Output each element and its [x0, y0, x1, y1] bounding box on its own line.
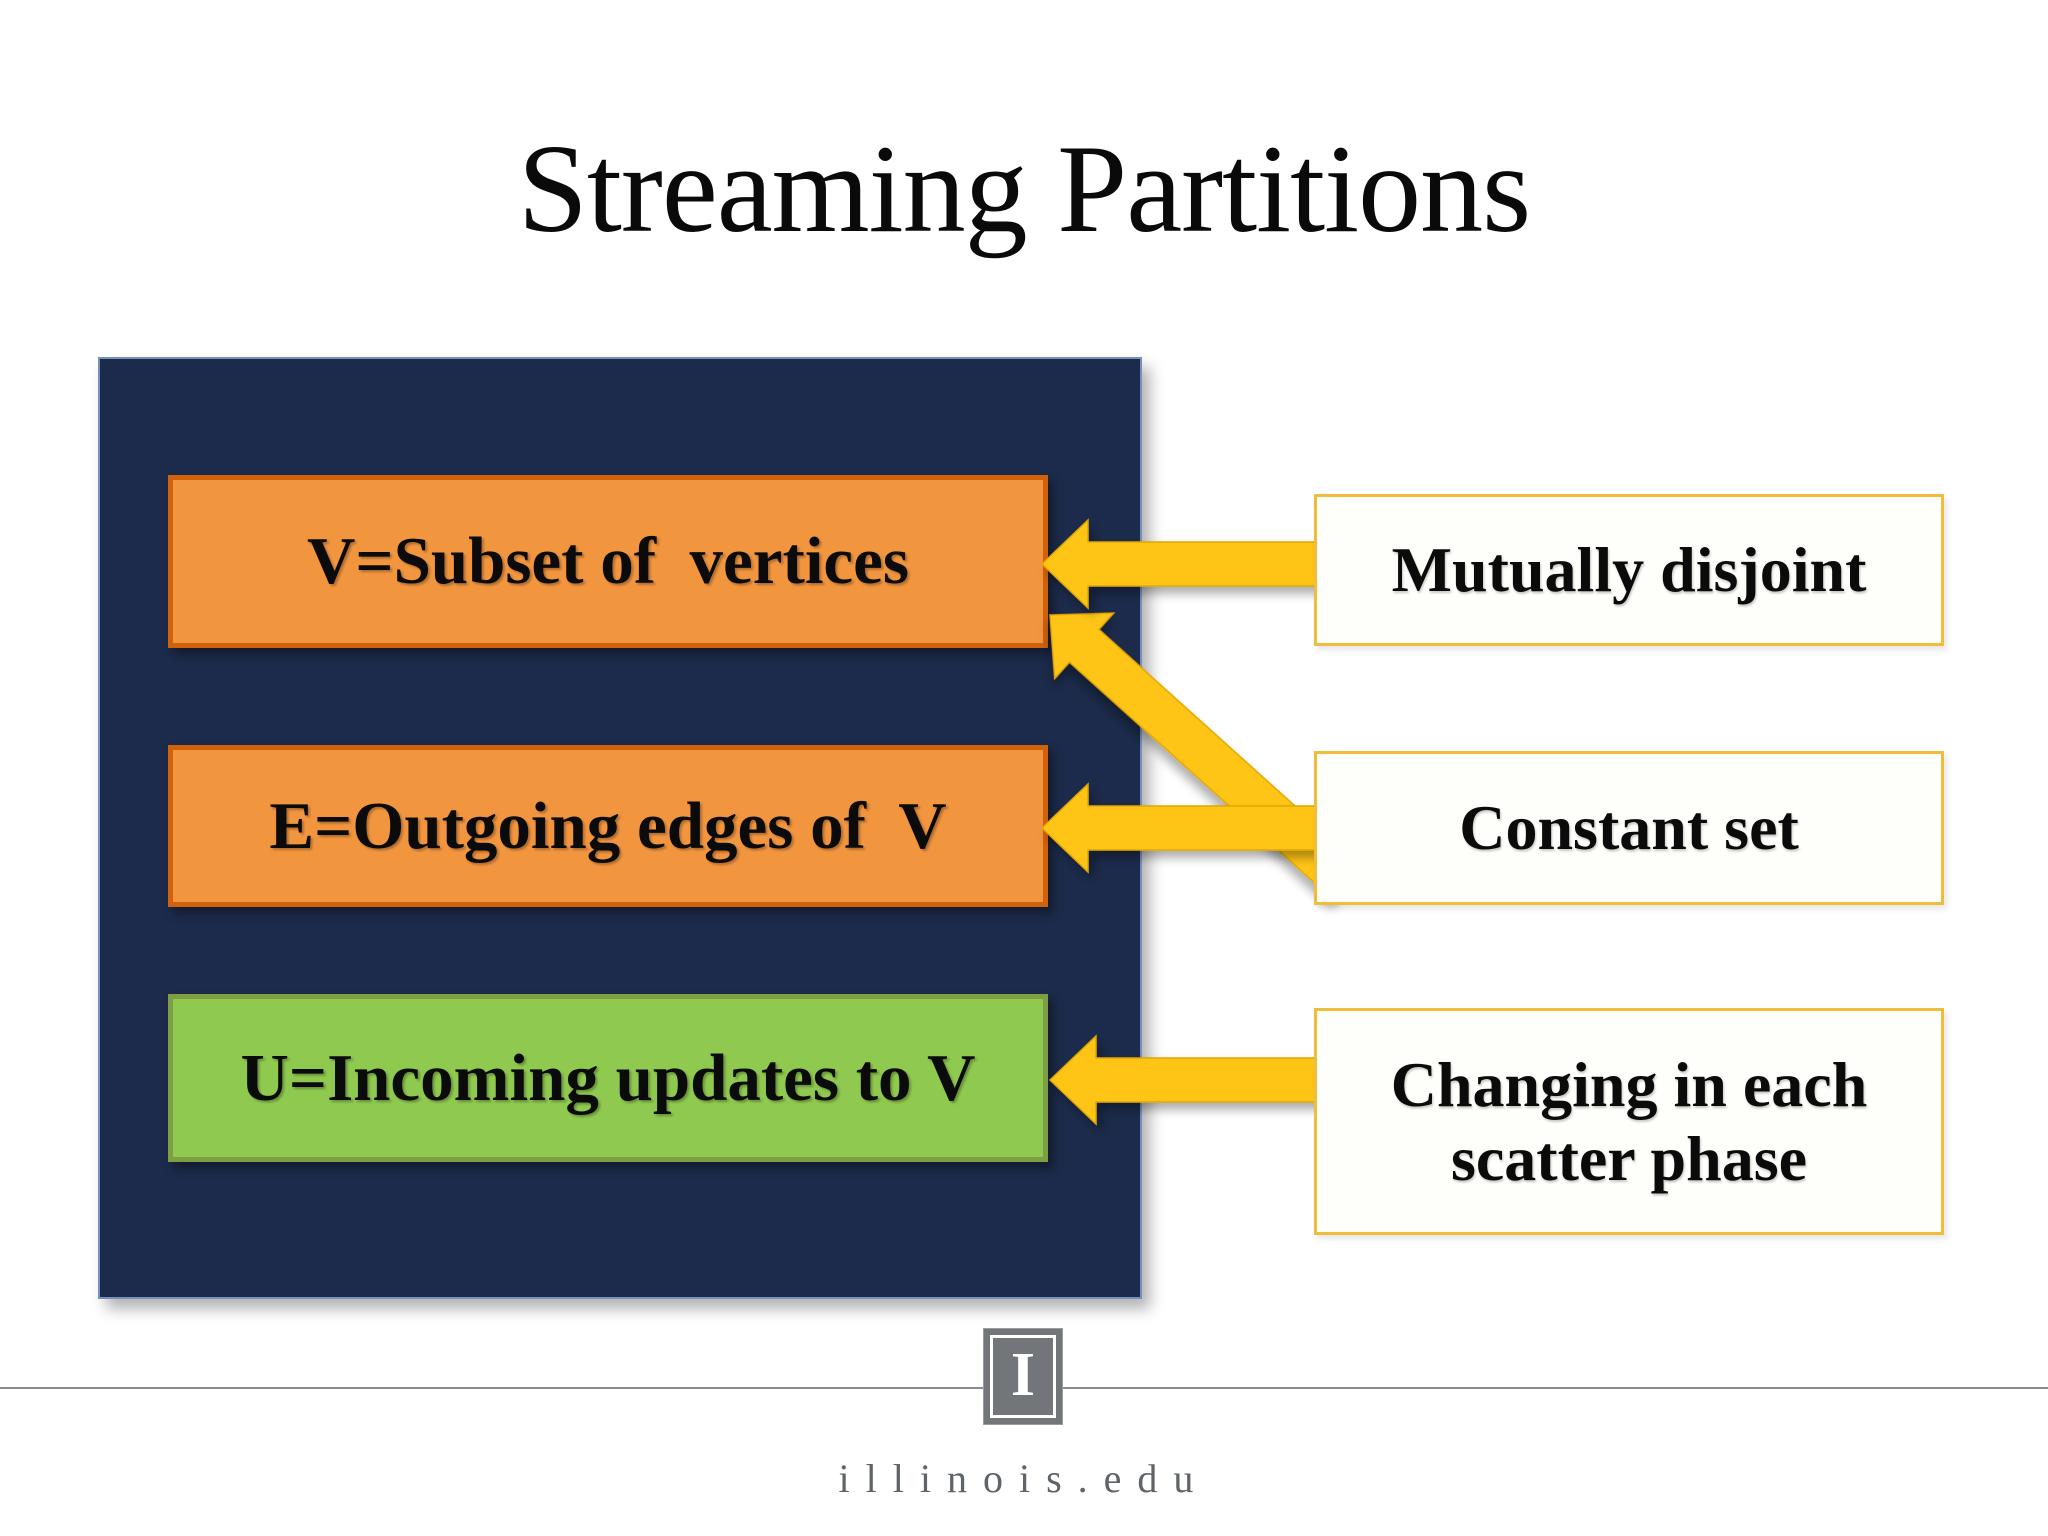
partition-label-e: E=Outgoing edges of V: [269, 788, 947, 863]
illinois-column-i-icon: I: [1010, 1340, 1036, 1409]
illinois-logo: I: [983, 1328, 1063, 1425]
callout-changing-scatter: Changing in each scatter phase: [1314, 1008, 1944, 1235]
callout-constant-set: Constant set: [1314, 751, 1944, 905]
partition-label-u: U=Incoming updates to V: [240, 1040, 976, 1115]
partition-box-v: V=Subset of vertices: [168, 475, 1048, 648]
illinois-logo-frame: I: [990, 1335, 1056, 1418]
callout-mutually-disjoint: Mutually disjoint: [1314, 494, 1944, 646]
partition-box-u: U=Incoming updates to V: [168, 994, 1048, 1162]
footer-domain-text: illinois.edu: [838, 1456, 1210, 1501]
page-title: Streaming Partitions: [517, 120, 1531, 259]
partition-label-v: V=Subset of vertices: [307, 524, 909, 598]
callout-label: Constant set: [1459, 792, 1799, 864]
callout-label: Mutually disjoint: [1391, 534, 1867, 606]
callout-label: Changing in each scatter phase: [1390, 1048, 1868, 1194]
partition-box-e: E=Outgoing edges of V: [168, 745, 1048, 907]
